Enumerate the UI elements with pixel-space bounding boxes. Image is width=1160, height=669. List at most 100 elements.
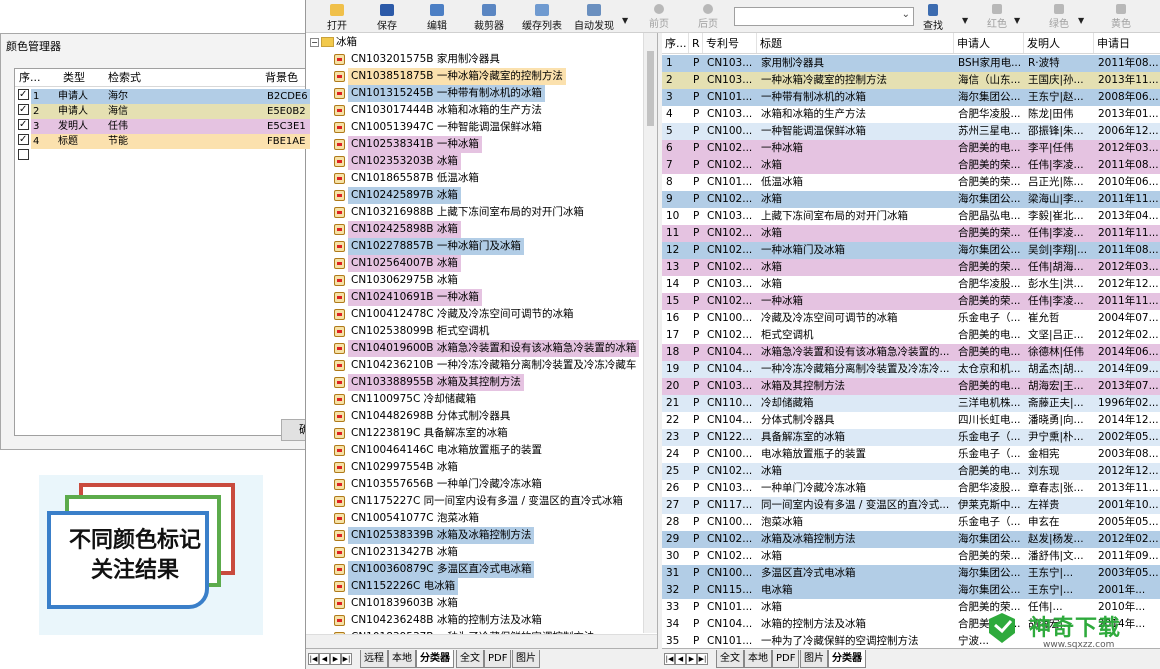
nav-button[interactable]: |◀ bbox=[308, 653, 319, 665]
tree-item[interactable]: CN102997554B 冰箱 bbox=[306, 459, 644, 476]
tree-item[interactable]: CN100360879C 多温区直冷式电冰箱 bbox=[306, 561, 644, 578]
tree-item[interactable]: CN101315245B 一种带有制冰机的冰箱 bbox=[306, 85, 644, 102]
ok-button[interactable]: 确定 bbox=[281, 419, 311, 441]
tab-right-4[interactable]: 分类器 bbox=[828, 650, 866, 668]
tree-vertical-scrollbar[interactable] bbox=[643, 33, 657, 633]
rule-checkbox[interactable] bbox=[18, 132, 29, 147]
tab-right-1[interactable]: 本地 bbox=[744, 650, 772, 668]
search-combo[interactable]: ⌄ bbox=[734, 7, 914, 26]
tree-item[interactable]: CN102313427B 冰箱 bbox=[306, 544, 644, 561]
nav-button[interactable]: ▶ bbox=[330, 653, 341, 665]
green-mark-button[interactable]: 绿色 bbox=[1046, 2, 1072, 32]
color-rule-row[interactable] bbox=[15, 149, 310, 164]
header-col-applicant[interactable]: 申请人 bbox=[954, 33, 1024, 53]
header-col-r[interactable]: R bbox=[689, 33, 703, 53]
rule-checkbox[interactable] bbox=[18, 102, 29, 117]
tree-item[interactable]: CN102425897B 冰箱 bbox=[306, 187, 644, 204]
nav-button[interactable]: ▶| bbox=[341, 653, 352, 665]
header-type[interactable]: 类型 bbox=[63, 71, 85, 84]
find-button[interactable]: 查找 bbox=[920, 2, 946, 32]
tree-item[interactable]: CN102564007B 冰箱 bbox=[306, 255, 644, 272]
tree-item[interactable]: CN101839603B 冰箱 bbox=[306, 595, 644, 612]
yellow-mark-button[interactable]: 黄色 bbox=[1108, 2, 1134, 32]
tree-item[interactable]: CN1100975C 冷却储藏箱 bbox=[306, 391, 644, 408]
auto-discover-button[interactable]: 自动发现 bbox=[571, 2, 617, 32]
header-col-inventor[interactable]: 发明人 bbox=[1024, 33, 1094, 53]
tree-item[interactable]: CN102538339B 冰箱及冰箱控制方法 bbox=[306, 527, 644, 544]
rule-checkbox[interactable] bbox=[18, 149, 29, 160]
tree-item[interactable]: CN104236248B 冰箱的控制方法及冰箱 bbox=[306, 612, 644, 629]
tab-left-0[interactable]: 远程 bbox=[360, 650, 388, 668]
nav-button[interactable]: ◀ bbox=[675, 653, 686, 665]
open-button[interactable]: 打开 bbox=[324, 2, 350, 32]
classifier-button[interactable]: 裁剪器 bbox=[471, 2, 507, 32]
auto-discover-dropdown-icon[interactable]: ▼ bbox=[622, 16, 629, 25]
prev-page-button[interactable]: 前页 bbox=[646, 2, 672, 32]
tree-item[interactable]: CN102353203B 冰箱 bbox=[306, 153, 644, 170]
tree-item[interactable]: CN103557656B 一种单门冷藏冷冻冰箱 bbox=[306, 476, 644, 493]
nav-button[interactable]: |◀ bbox=[664, 653, 675, 665]
tree-item[interactable]: CN103388955B 冰箱及其控制方法 bbox=[306, 374, 644, 391]
tree-scroll-thumb[interactable] bbox=[647, 51, 654, 126]
nav-button[interactable]: ▶| bbox=[697, 653, 708, 665]
nav-button[interactable]: ◀ bbox=[319, 653, 330, 665]
tab-left-2[interactable]: 分类器 bbox=[416, 650, 454, 668]
next-page-button[interactable]: 后页 bbox=[695, 2, 721, 32]
save-list-button[interactable]: 缓存列表 bbox=[519, 2, 565, 32]
tree-item[interactable]: CN103216988B 上藏下冻间室布局的对开门冰箱 bbox=[306, 204, 644, 221]
tab-left-3[interactable]: 全文 bbox=[456, 650, 484, 668]
header-col-patent-no[interactable]: 专利号 bbox=[703, 33, 757, 53]
tree-item[interactable]: CN1175227C 同一间室内设有多温 / 变温区的直冷式冰箱 bbox=[306, 493, 644, 510]
find-dropdown-icon[interactable]: ▼ bbox=[962, 16, 969, 25]
tab-right-0[interactable]: 全文 bbox=[716, 650, 744, 668]
tab-left-5[interactable]: 图片 bbox=[512, 650, 540, 668]
tab-left-4[interactable]: PDF bbox=[484, 650, 512, 668]
tree-item[interactable]: CN104482698B 分体式制冷器具 bbox=[306, 408, 644, 425]
tree-item[interactable]: CN100513947C 一种智能调温保鲜冰箱 bbox=[306, 119, 644, 136]
header-bg[interactable]: 背景色 bbox=[265, 71, 298, 84]
nav-button[interactable]: ▶ bbox=[686, 653, 697, 665]
tree-item[interactable]: CN100412478C 冷藏及冷冻空间可调节的冰箱 bbox=[306, 306, 644, 323]
tree-item[interactable]: CN100541077C 泡菜冰箱 bbox=[306, 510, 644, 527]
tree-item[interactable]: CN101865587B 低温冰箱 bbox=[306, 170, 644, 187]
tree-item[interactable]: CN1223819C 具备解冻室的冰箱 bbox=[306, 425, 644, 442]
tree-item[interactable]: CN102278857B 一种冰箱门及冰箱 bbox=[306, 238, 644, 255]
rule-checkbox[interactable] bbox=[18, 87, 29, 102]
tab-left-1[interactable]: 本地 bbox=[388, 650, 416, 668]
tree-item[interactable]: CN102425898B 冰箱 bbox=[306, 221, 644, 238]
header-search[interactable]: 检索式 bbox=[108, 71, 141, 84]
tree-item[interactable]: CN102538341B 一种冰箱 bbox=[306, 136, 644, 153]
red-mark-button[interactable]: 红色 bbox=[984, 2, 1010, 32]
rule-checkbox[interactable] bbox=[18, 117, 29, 132]
